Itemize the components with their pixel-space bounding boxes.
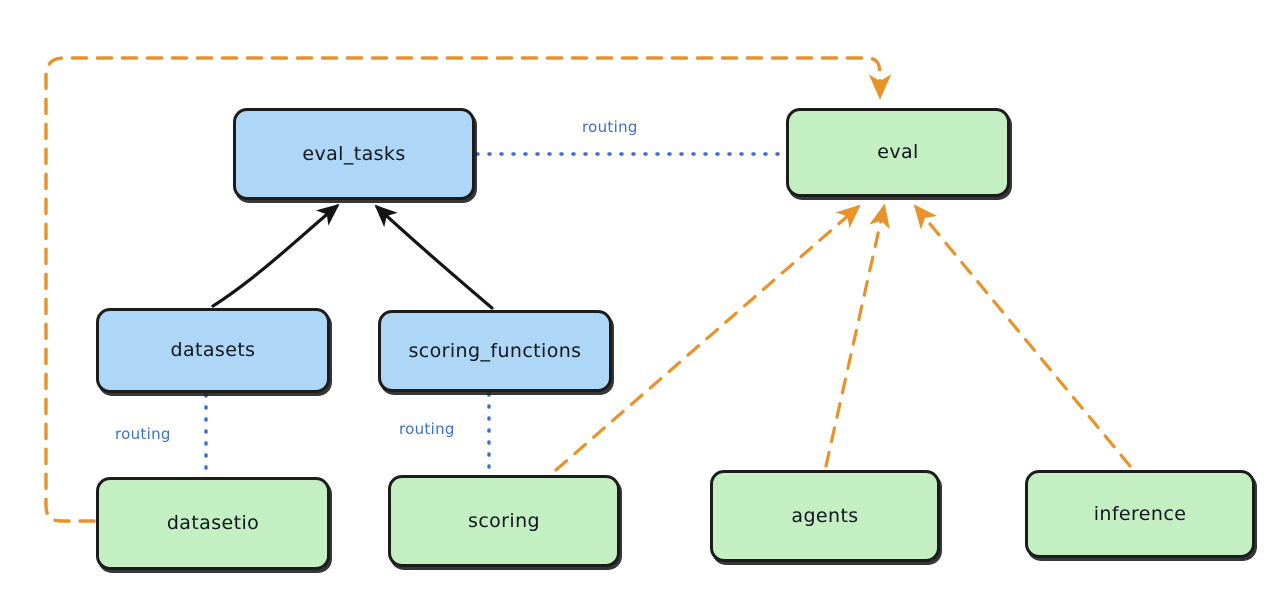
node-label-agents: agents bbox=[791, 504, 859, 527]
edge-datasets-to-eval-tasks bbox=[211, 203, 340, 308]
edge-label-routing-datasets: routing bbox=[115, 425, 171, 443]
node-datasets[interactable]: datasets bbox=[96, 308, 330, 393]
node-scoring-functions[interactable]: scoring_functions bbox=[378, 310, 612, 392]
edge-scoring-functions-to-eval-tasks bbox=[374, 204, 494, 310]
node-label-inference: inference bbox=[1093, 502, 1187, 525]
edge-agents-to-eval bbox=[824, 203, 890, 468]
edge-scoring-to-eval bbox=[554, 204, 861, 472]
node-label-eval-tasks: eval_tasks bbox=[302, 142, 406, 165]
edge-datasetio-to-eval bbox=[44, 56, 892, 523]
node-label-eval: eval bbox=[877, 141, 919, 164]
edge-label-routing-scoring-functions: routing bbox=[399, 420, 455, 438]
node-inference[interactable]: inference bbox=[1025, 470, 1255, 558]
node-eval[interactable]: eval bbox=[786, 108, 1010, 197]
node-agents[interactable]: agents bbox=[710, 470, 940, 562]
node-scoring[interactable]: scoring bbox=[388, 475, 620, 567]
node-eval-tasks[interactable]: eval_tasks bbox=[233, 108, 475, 200]
node-label-scoring-functions: scoring_functions bbox=[408, 339, 582, 362]
node-label-datasetio: datasetio bbox=[166, 512, 260, 535]
edge-inference-to-eval bbox=[913, 204, 1132, 468]
node-label-datasets: datasets bbox=[170, 339, 256, 362]
node-label-scoring: scoring bbox=[468, 509, 540, 532]
node-datasetio[interactable]: datasetio bbox=[96, 477, 330, 570]
edge-label-routing-eval-tasks: routing bbox=[582, 118, 638, 136]
